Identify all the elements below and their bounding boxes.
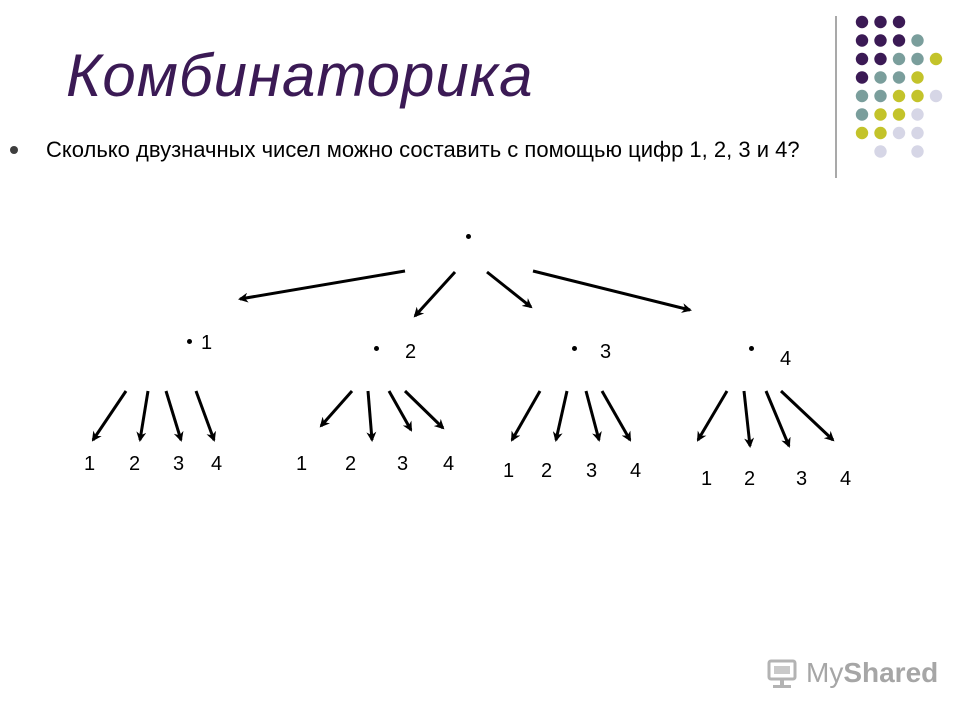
tree-arrow: [136, 390, 150, 442]
level1-label-3: 3: [600, 341, 612, 363]
tree-arrow: [584, 390, 602, 442]
projector-icon: [767, 659, 797, 688]
tree-arrow: [366, 390, 377, 442]
tree-arrow: [764, 390, 791, 448]
watermark-logo: MyShared: [766, 657, 938, 693]
level1-dot-1: [187, 339, 192, 344]
leaf-label: 2: [744, 468, 756, 490]
tree-arrow: [486, 270, 533, 309]
level1-dot-4: [749, 346, 754, 351]
bullet-icon: [10, 146, 18, 154]
leaf-label: 2: [345, 453, 357, 475]
divider-line: [835, 16, 837, 178]
leaf-label: 1: [296, 453, 308, 475]
leaf-label: 3: [397, 453, 409, 475]
leaf-label: 2: [129, 453, 141, 475]
leaf-label: 4: [840, 468, 852, 490]
tree-arrow: [742, 390, 755, 448]
level1-dot-2: [374, 346, 379, 351]
leaf-label: 4: [211, 453, 223, 475]
tree-arrow: [510, 390, 542, 442]
tree-arrow: [238, 269, 406, 303]
watermark-text-b: Shared: [843, 657, 939, 688]
watermark-text-a: My: [806, 657, 844, 688]
leaf-label: 1: [503, 460, 515, 482]
leaf-label: 2: [541, 460, 553, 482]
tree-arrow: [696, 390, 729, 442]
tree-arrow: [319, 390, 354, 428]
tree-arrow: [387, 390, 413, 432]
leaf-label: 1: [84, 453, 96, 475]
level1-label-4: 4: [780, 348, 792, 370]
tree-arrow: [164, 390, 184, 442]
level1-label-2: 2: [405, 341, 417, 363]
title-text: Комбинаторика: [66, 42, 534, 109]
level1-dot-3: [572, 346, 577, 351]
root-node: [466, 234, 471, 239]
leaf-label: 4: [443, 453, 455, 475]
tree-arrow: [532, 269, 692, 313]
question-text: Сколько двузначных чисел можно составить…: [46, 137, 800, 162]
leaf-label: 3: [173, 453, 185, 475]
tree-arrow: [779, 389, 835, 442]
leaf-label: 3: [586, 460, 598, 482]
watermark-text: MyShared: [806, 659, 938, 687]
tree-arrow: [91, 390, 128, 442]
tree-arrow: [552, 390, 569, 442]
leaf-label: 3: [796, 468, 808, 490]
leaf-label: 1: [701, 468, 713, 490]
level1-label-1: 1: [201, 332, 213, 354]
tree-arrow: [403, 389, 445, 430]
leaf-label: 4: [630, 460, 642, 482]
tree-arrow: [413, 270, 457, 318]
tree-arrow: [600, 390, 632, 442]
tree-arrow: [194, 390, 216, 442]
